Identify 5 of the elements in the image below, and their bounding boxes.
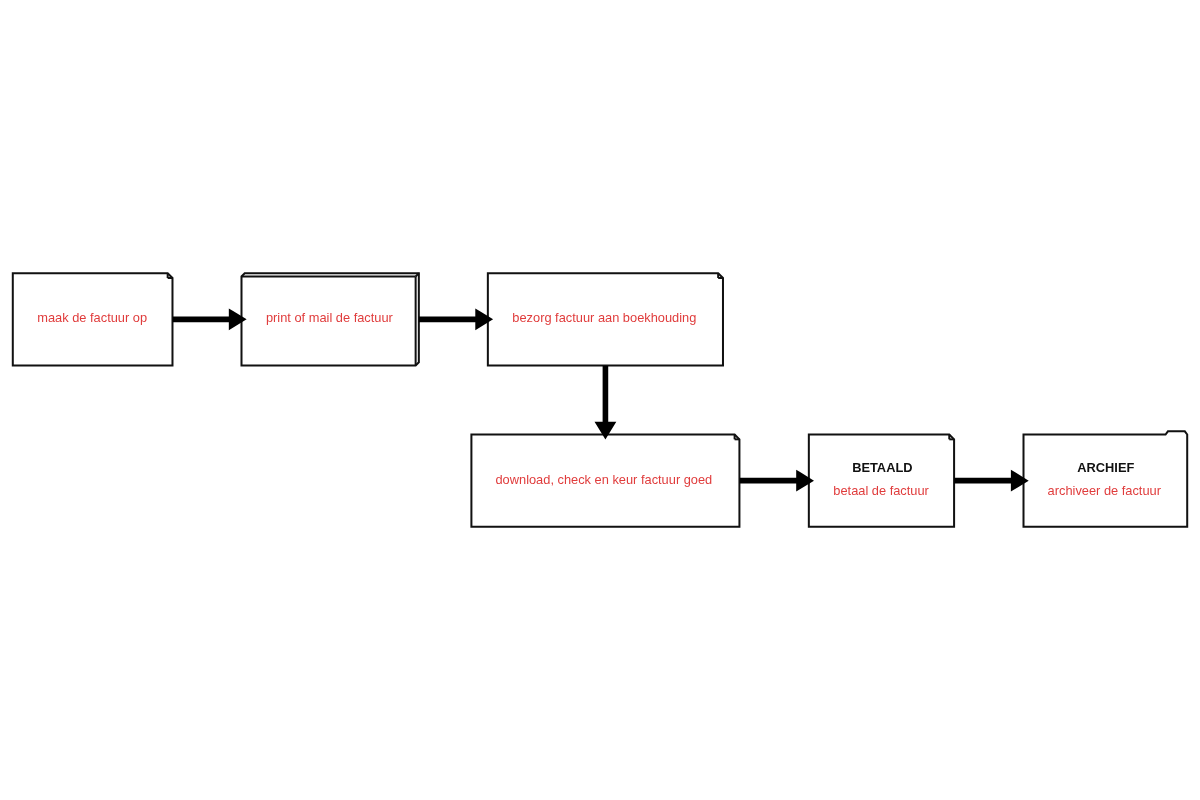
arrow [172,308,247,331]
arrow [739,469,814,492]
arrow [418,308,494,331]
arrow [954,469,1029,492]
arrow [594,365,617,440]
